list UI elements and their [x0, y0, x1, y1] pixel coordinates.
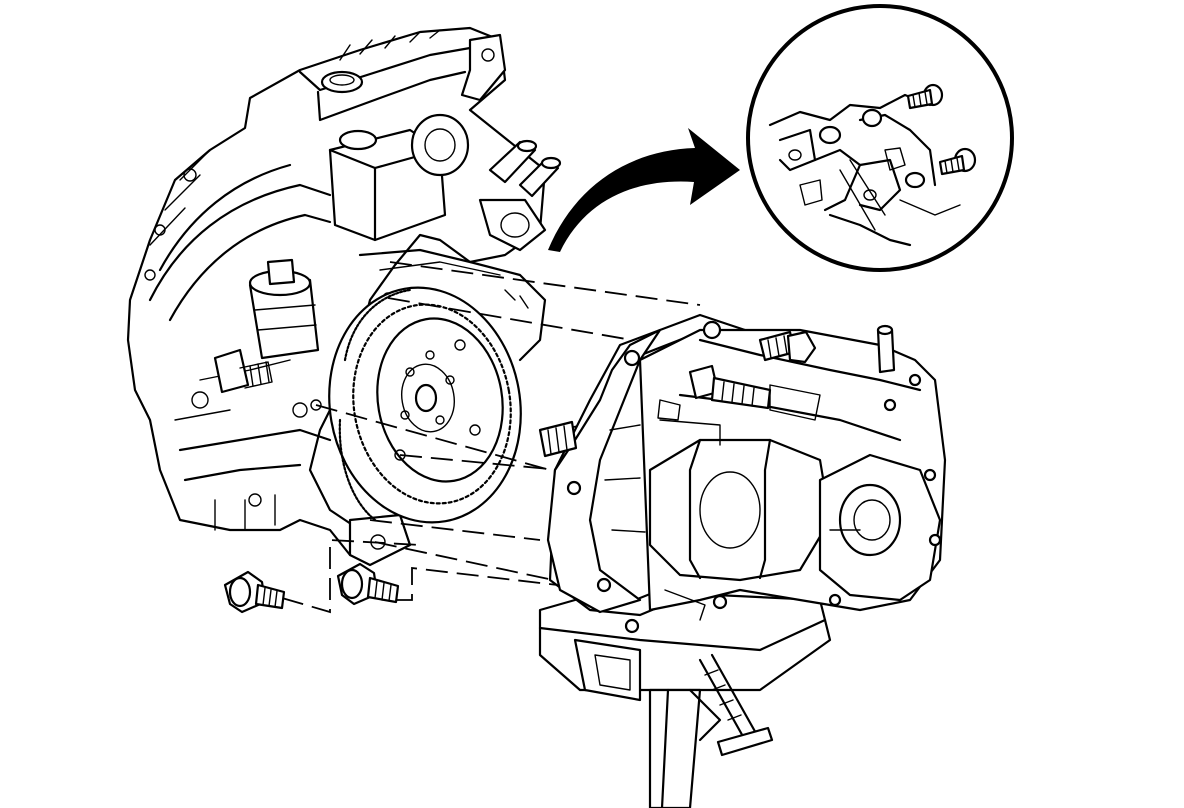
inset-circle	[746, 4, 1014, 272]
transmission	[538, 313, 947, 634]
stud-lower	[688, 364, 772, 410]
engine-block	[126, 26, 562, 567]
bolt-left	[223, 570, 286, 614]
inset-bolt-upper	[906, 83, 944, 110]
inset-bolt-lower	[938, 147, 977, 176]
stud-upper	[758, 330, 817, 364]
flywheel	[328, 286, 522, 524]
callout-arrow-icon	[548, 128, 740, 252]
detail-inset	[746, 4, 1014, 272]
transmission-jack	[538, 588, 832, 808]
bolt-right	[336, 562, 400, 606]
transmission-to-engine-bolts	[223, 562, 400, 614]
